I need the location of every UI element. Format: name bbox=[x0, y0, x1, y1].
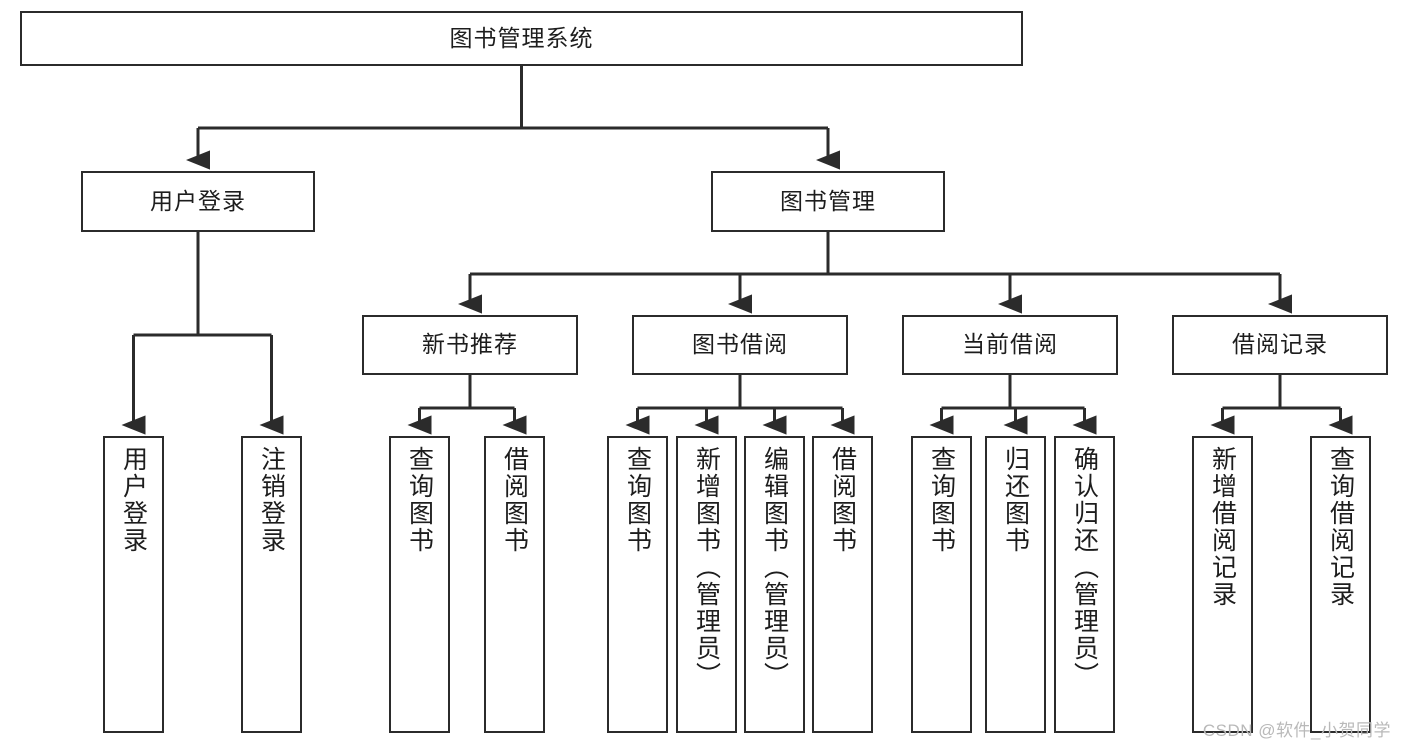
leaf-label: 编辑图书（管理员） bbox=[760, 446, 789, 689]
leaf-label: 借阅图书 bbox=[828, 446, 857, 554]
leaf-label: 查询图书 bbox=[623, 446, 652, 554]
node-borrow-records[interactable]: 借阅记录 bbox=[1172, 315, 1388, 375]
node-leaf-query-book-1[interactable]: 查询图书 bbox=[389, 436, 450, 733]
leaf-label: 归还图书 bbox=[1001, 446, 1030, 554]
node-leaf-query-record[interactable]: 查询借阅记录 bbox=[1310, 436, 1371, 733]
node-book-manage[interactable]: 图书管理 bbox=[711, 171, 945, 232]
node-leaf-return-book[interactable]: 归还图书 bbox=[985, 436, 1046, 733]
node-new-book-rec[interactable]: 新书推荐 bbox=[362, 315, 578, 375]
leaf-label: 查询图书 bbox=[927, 446, 956, 554]
node-current-borrow[interactable]: 当前借阅 bbox=[902, 315, 1118, 375]
node-leaf-query-book-3[interactable]: 查询图书 bbox=[911, 436, 972, 733]
node-leaf-user-login[interactable]: 用户登录 bbox=[103, 436, 164, 733]
leaf-label: 确认归还（管理员） bbox=[1070, 446, 1099, 689]
node-root[interactable]: 图书管理系统 bbox=[20, 11, 1023, 66]
csdn-watermark: CSDN @软件_小贺同学 bbox=[1202, 721, 1391, 740]
node-leaf-add-book[interactable]: 新增图书（管理员） bbox=[676, 436, 737, 733]
leaf-label: 注销登录 bbox=[257, 446, 286, 554]
leaf-label: 用户登录 bbox=[119, 446, 148, 554]
node-leaf-edit-book[interactable]: 编辑图书（管理员） bbox=[744, 436, 805, 733]
node-leaf-add-record[interactable]: 新增借阅记录 bbox=[1192, 436, 1253, 733]
leaf-label: 查询借阅记录 bbox=[1326, 446, 1355, 608]
node-leaf-logout[interactable]: 注销登录 bbox=[241, 436, 302, 733]
leaf-label: 借阅图书 bbox=[500, 446, 529, 554]
leaf-label: 新增图书（管理员） bbox=[692, 446, 721, 689]
node-leaf-borrow-book-1[interactable]: 借阅图书 bbox=[484, 436, 545, 733]
node-book-borrow[interactable]: 图书借阅 bbox=[632, 315, 848, 375]
node-leaf-confirm-return[interactable]: 确认归还（管理员） bbox=[1054, 436, 1115, 733]
node-leaf-query-book-2[interactable]: 查询图书 bbox=[607, 436, 668, 733]
leaf-label: 新增借阅记录 bbox=[1208, 446, 1237, 608]
node-user-login[interactable]: 用户登录 bbox=[81, 171, 315, 232]
node-leaf-borrow-book-2[interactable]: 借阅图书 bbox=[812, 436, 873, 733]
leaf-label: 查询图书 bbox=[405, 446, 434, 554]
